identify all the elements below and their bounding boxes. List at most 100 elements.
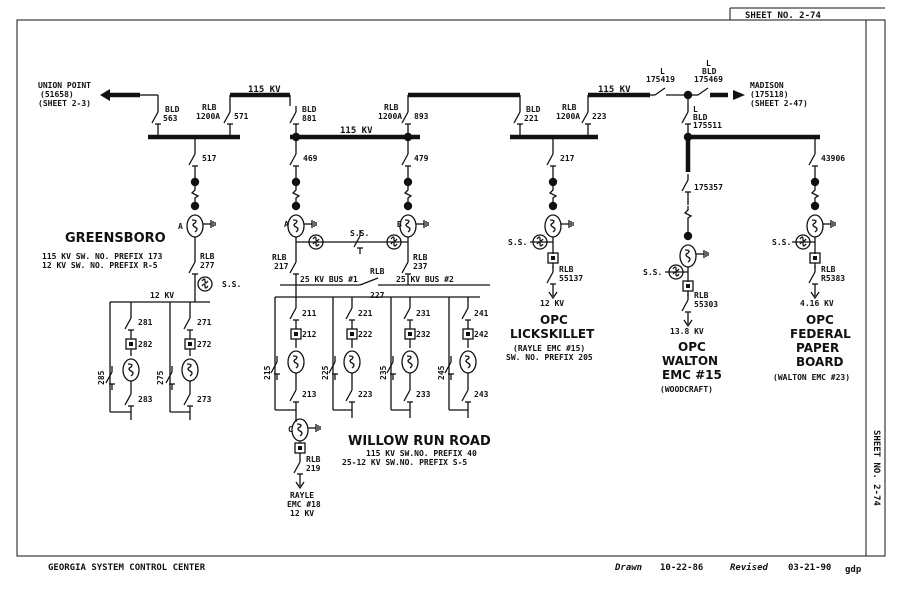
svg-text:RLB: RLB <box>272 253 287 262</box>
svg-text:WALTON: WALTON <box>662 354 718 368</box>
svg-text:893: 893 <box>414 112 429 121</box>
svg-text:(SHEET 2-3): (SHEET 2-3) <box>38 99 91 108</box>
svg-text:S.S.: S.S. <box>222 280 241 289</box>
svg-text:1200A: 1200A <box>378 112 402 121</box>
svg-text:223: 223 <box>592 112 607 121</box>
svg-text:L: L <box>660 67 665 76</box>
svg-text:881: 881 <box>302 114 317 123</box>
svg-text:S.S.: S.S. <box>508 238 527 247</box>
sheet-number-label: SHEET NO. 2-74 <box>745 11 821 21</box>
svg-text:469: 469 <box>303 154 318 163</box>
svg-text:L: L <box>693 105 698 114</box>
svg-text:217: 217 <box>274 262 289 271</box>
greensboro-station: 517 A RLB 277 S.S. 12 KV 281 282 283 285 <box>42 137 241 420</box>
svg-text:S.S.: S.S. <box>772 238 791 247</box>
svg-text:OPC: OPC <box>806 313 834 327</box>
svg-text:277: 277 <box>200 261 215 270</box>
svg-text:241: 241 <box>474 309 489 318</box>
svg-text:12 KV SW. NO. PREFIX R-5: 12 KV SW. NO. PREFIX R-5 <box>42 261 158 270</box>
svg-text:LICKSKILLET: LICKSKILLET <box>510 327 595 341</box>
svg-text:(51658): (51658) <box>40 90 74 99</box>
svg-text:175511: 175511 <box>693 121 722 130</box>
svg-text:115 KV: 115 KV <box>340 126 373 136</box>
footer-org: GEORGIA SYSTEM CONTROL CENTER <box>48 563 206 573</box>
footer-revised-date: 03-21-90 <box>788 563 831 573</box>
svg-text:1200A: 1200A <box>196 112 220 121</box>
svg-text:479: 479 <box>414 154 429 163</box>
svg-text:222: 222 <box>358 330 373 339</box>
svg-text:175357: 175357 <box>694 183 723 192</box>
sheet-side-label: SHEET NO. 2-74 <box>871 430 881 506</box>
svg-text:MADISON: MADISON <box>750 81 784 90</box>
svg-text:115 KV SW.NO. PREFIX 40: 115 KV SW.NO. PREFIX 40 <box>366 449 477 458</box>
svg-text:233: 233 <box>416 390 431 399</box>
svg-text:RLB: RLB <box>306 455 321 464</box>
svg-text:OPC: OPC <box>678 340 706 354</box>
svg-text:12 KV: 12 KV <box>540 299 564 308</box>
svg-text:RLB: RLB <box>694 291 709 300</box>
svg-text:BLD: BLD <box>693 113 708 122</box>
svg-text:B: B <box>397 220 402 229</box>
union-point-connection: UNION POINT (51658) (SHEET 2-3) <box>38 81 91 108</box>
svg-text:SW. NO. PREFIX 205: SW. NO. PREFIX 205 <box>506 353 593 362</box>
footer-drawn-date: 10-22-86 <box>660 563 703 573</box>
svg-text:517: 517 <box>202 154 217 163</box>
svg-text:211: 211 <box>302 309 317 318</box>
svg-text:(SHEET 2-47): (SHEET 2-47) <box>750 99 808 108</box>
svg-text:RLB: RLB <box>202 103 217 112</box>
svg-text:571: 571 <box>234 112 249 121</box>
svg-text:S.S.: S.S. <box>643 268 662 277</box>
svg-text:175469: 175469 <box>694 75 723 84</box>
svg-text:115 KV: 115 KV <box>598 85 631 95</box>
svg-text:S.S.: S.S. <box>350 229 369 238</box>
svg-text:(WALTON EMC #23): (WALTON EMC #23) <box>773 373 850 382</box>
svg-text:RLB: RLB <box>562 103 577 112</box>
svg-text:(RAYLE EMC #15): (RAYLE EMC #15) <box>513 344 585 353</box>
svg-text:272: 272 <box>197 340 212 349</box>
svg-text:RLB: RLB <box>384 103 399 112</box>
svg-text:R5383: R5383 <box>821 274 845 283</box>
svg-text:25 KV BUS #1: 25 KV BUS #1 <box>300 275 358 284</box>
svg-text:BOARD: BOARD <box>796 355 844 369</box>
svg-text:A: A <box>284 220 289 229</box>
svg-text:212: 212 <box>302 330 317 339</box>
svg-text:RLB: RLB <box>413 253 428 262</box>
svg-text:563: 563 <box>163 114 178 123</box>
svg-text:A: A <box>178 222 183 231</box>
svg-text:BLD: BLD <box>702 67 717 76</box>
svg-text:1200A: 1200A <box>556 112 580 121</box>
svg-text:231: 231 <box>416 309 431 318</box>
svg-text:271: 271 <box>197 318 212 327</box>
svg-text:43906: 43906 <box>821 154 845 163</box>
svg-text:175419: 175419 <box>646 75 675 84</box>
svg-text:115 KV SW. NO. PREFIX 173: 115 KV SW. NO. PREFIX 173 <box>42 252 163 261</box>
svg-text:225: 225 <box>321 365 330 380</box>
svg-text:221: 221 <box>358 309 373 318</box>
svg-text:232: 232 <box>416 330 431 339</box>
svg-text:EMC #18: EMC #18 <box>287 500 321 509</box>
svg-text:215: 215 <box>263 365 272 380</box>
svg-text:BLD: BLD <box>526 105 541 114</box>
svg-text:C: C <box>288 425 293 434</box>
svg-text:243: 243 <box>474 390 489 399</box>
footer-revised-label: Revised <box>730 562 769 573</box>
svg-text:242: 242 <box>474 330 489 339</box>
willow-run-station: 469 A RLB 217 479 B RLB 237 S.S. 25 KV B… <box>263 137 491 518</box>
greensboro-title: GREENSBORO <box>65 231 166 246</box>
svg-text:OPC: OPC <box>540 313 568 327</box>
svg-text:13.8 KV: 13.8 KV <box>670 327 704 336</box>
svg-text:12 KV: 12 KV <box>150 291 174 300</box>
svg-text:237: 237 <box>413 262 428 271</box>
svg-text:223: 223 <box>358 390 373 399</box>
svg-text:BLD: BLD <box>165 105 180 114</box>
svg-text:12 KV: 12 KV <box>290 509 314 518</box>
svg-text:25 KV BUS #2: 25 KV BUS #2 <box>396 275 454 284</box>
svg-text:4.16 KV: 4.16 KV <box>800 299 834 308</box>
svg-text:(175118): (175118) <box>750 90 789 99</box>
madison-connection: MADISON (175118) (SHEET 2-47) <box>750 81 808 108</box>
federal-paper-board-station: S.S. 43906 RLB R5383 4.16 KV OPC FEDERAL… <box>772 137 851 382</box>
svg-text:UNION POINT: UNION POINT <box>38 81 91 90</box>
svg-text:BLD: BLD <box>302 105 317 114</box>
svg-text:273: 273 <box>197 395 212 404</box>
